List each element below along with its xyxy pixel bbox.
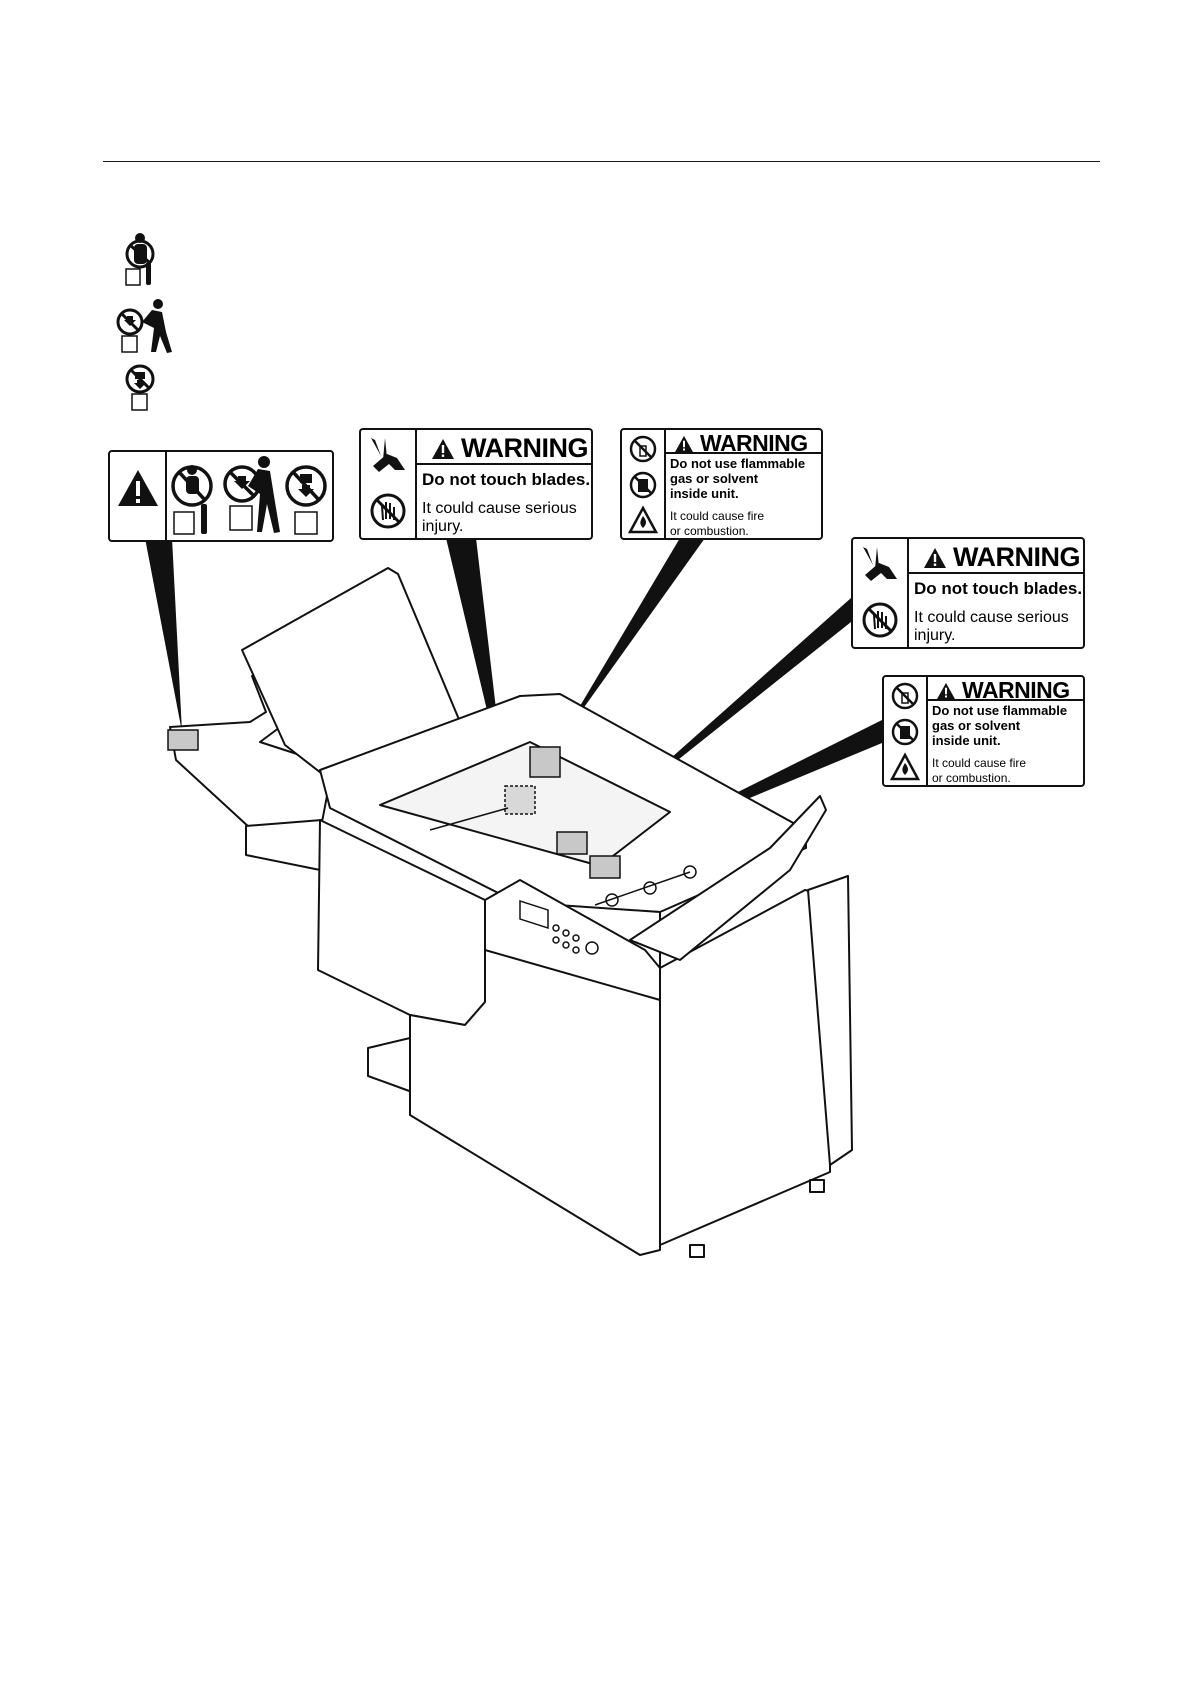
pictogram-warning-label bbox=[108, 450, 334, 542]
warning-triangle-icon bbox=[937, 682, 955, 699]
no-spray-icon bbox=[629, 435, 657, 463]
blades-warning-label-top: WARNING Do not touch blades. It could ca… bbox=[359, 428, 593, 540]
warning-triangle-icon bbox=[924, 547, 946, 568]
blades-detail-line2: injury. bbox=[422, 518, 464, 535]
warning-heading: WARNING bbox=[962, 677, 1070, 703]
warning-heading: WARNING bbox=[953, 542, 1081, 572]
warning-heading: WARNING bbox=[700, 430, 808, 456]
flammable-detail-line1: It could cause fire bbox=[932, 756, 1027, 770]
no-solvent-can-icon bbox=[629, 471, 657, 499]
do-not-touch-hand-icon bbox=[862, 602, 898, 638]
header-rule bbox=[103, 161, 1100, 162]
do-not-touch-hand-icon bbox=[370, 493, 406, 529]
cut-hand-blade-icon bbox=[371, 438, 405, 472]
flammable-main-line3: inside unit. bbox=[932, 733, 1001, 748]
warning-triangle-icon bbox=[432, 438, 454, 459]
fire-hazard-icon bbox=[627, 505, 659, 534]
sticker-flammable-top bbox=[529, 746, 561, 778]
flammable-detail-line1: It could cause fire bbox=[670, 509, 765, 523]
fire-hazard-icon bbox=[889, 752, 921, 781]
no-placing-objects-icon bbox=[125, 364, 155, 411]
blades-warning-label-right: WARNING Do not touch blades. It could ca… bbox=[851, 537, 1085, 649]
flammable-main-line3: inside unit. bbox=[670, 486, 739, 501]
sticker-flammable-right bbox=[589, 855, 621, 879]
sticker-blades-right bbox=[556, 831, 588, 855]
no-placing-objects-icon bbox=[285, 465, 327, 535]
no-leaning-pushing-icon bbox=[223, 456, 280, 533]
warning-triangle-icon bbox=[675, 435, 693, 452]
blades-main-text: Do not touch blades. bbox=[422, 470, 591, 489]
flammable-main-line2: gas or solvent bbox=[670, 471, 759, 486]
flammable-main-line1: Do not use flammable bbox=[670, 456, 806, 471]
no-sitting-icon bbox=[171, 465, 213, 535]
warning-exclamation-icon bbox=[118, 470, 158, 506]
flammable-detail-line2: or combustion. bbox=[670, 524, 749, 538]
no-sitting-icon bbox=[125, 233, 155, 286]
leader-pictogram-label bbox=[145, 538, 182, 732]
warning-heading: WARNING bbox=[461, 433, 589, 463]
blades-main-text: Do not touch blades. bbox=[914, 579, 1083, 598]
cut-hand-blade-icon bbox=[863, 547, 897, 581]
flammable-main-line2: gas or solvent bbox=[932, 718, 1021, 733]
sticker-blades-top bbox=[504, 785, 536, 815]
no-solvent-can-icon bbox=[891, 718, 919, 746]
blades-detail-line1: It could cause serious bbox=[422, 500, 577, 517]
leader-flammable-label-top bbox=[555, 538, 705, 748]
no-spray-icon bbox=[891, 682, 919, 710]
flammable-main-line1: Do not use flammable bbox=[932, 703, 1068, 718]
no-leaning-pushing-icon bbox=[116, 299, 172, 353]
blades-detail-line1: It could cause serious bbox=[914, 609, 1069, 626]
blades-detail-line2: injury. bbox=[914, 627, 956, 644]
flammable-detail-line2: or combustion. bbox=[932, 771, 1011, 785]
flammable-warning-label-right: WARNING Do not use flammable gas or solv… bbox=[882, 675, 1085, 787]
sticker-pictogram bbox=[167, 729, 199, 751]
flammable-warning-label-top: WARNING Do not use flammable gas or solv… bbox=[620, 428, 823, 540]
